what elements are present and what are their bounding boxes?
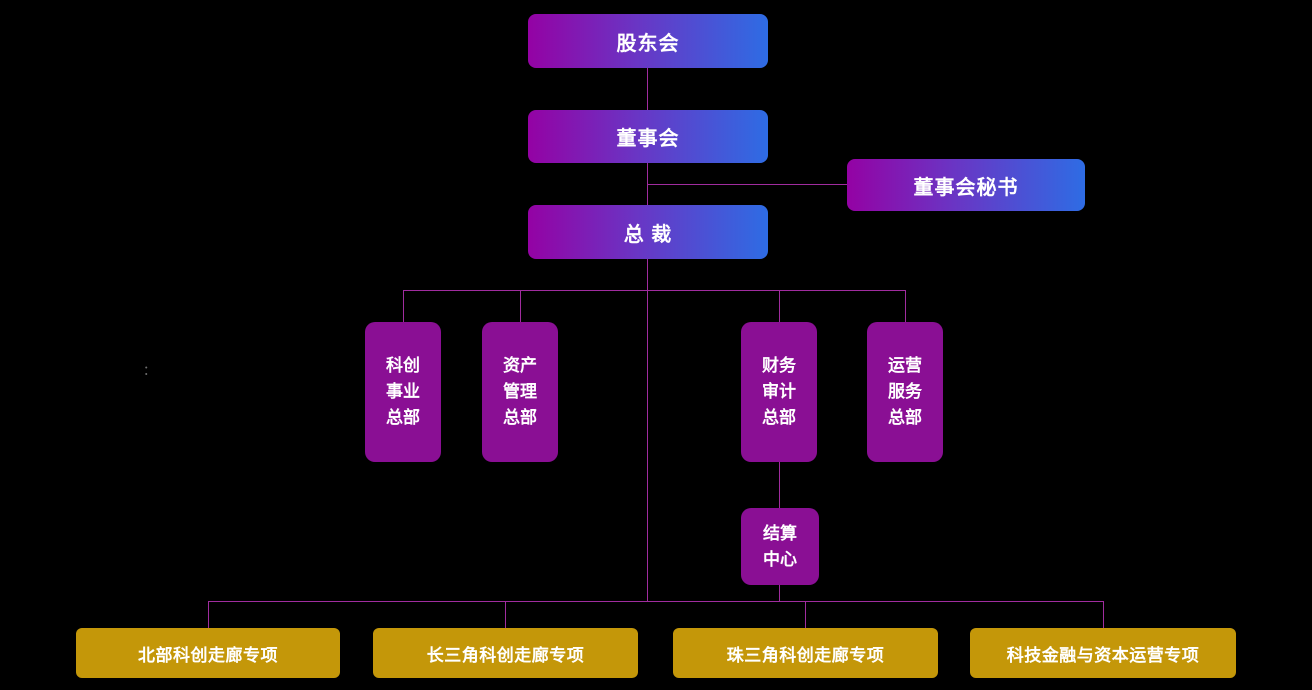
connector-shareholders-board <box>647 68 648 110</box>
connector-drop-project-fintech <box>1103 601 1104 628</box>
connector-dept-row <box>403 290 906 291</box>
connector-board-president <box>647 163 648 205</box>
node-dept-operations-hq-label: 运营 服务 总部 <box>888 356 922 427</box>
node-president-label: 总 裁 <box>623 223 673 246</box>
connector-drop-project-pearl <box>805 601 806 628</box>
connector-drop-dept-scitech <box>403 290 404 322</box>
node-president: 总 裁 <box>528 205 768 259</box>
connector-settlement-down <box>779 585 780 601</box>
connector-president-trunk <box>647 259 648 601</box>
node-project-pearl-label: 珠三角科创走廊专项 <box>726 645 885 665</box>
node-board-label: 董事会 <box>616 128 680 150</box>
node-project-north: 北部科创走廊专项 <box>76 628 340 678</box>
stray-colon-mark: ： <box>143 363 157 378</box>
connector-drop-dept-finance <box>779 290 780 322</box>
connector-finance-settlement <box>779 462 780 508</box>
node-shareholders-label: 股东会 <box>616 32 680 55</box>
connector-drop-project-yangtze <box>505 601 506 628</box>
node-dept-operations-hq: 运营 服务 总部 <box>867 322 943 462</box>
node-settlement-center: 结算 中心 <box>741 508 819 585</box>
connector-drop-dept-asset <box>520 290 521 322</box>
node-board-secretary: 董事会秘书 <box>847 159 1085 211</box>
node-settlement-center-label: 结算 中心 <box>763 523 797 569</box>
node-project-yangtze: 长三角科创走廊专项 <box>373 628 638 678</box>
node-dept-asset-hq-label: 资产 管理 总部 <box>503 356 537 427</box>
node-project-fintech-label: 科技金融与资本运营专项 <box>1006 645 1200 665</box>
connector-drop-project-north <box>208 601 209 628</box>
node-project-yangtze-label: 长三角科创走廊专项 <box>426 645 585 665</box>
node-project-pearl: 珠三角科创走廊专项 <box>673 628 938 678</box>
node-board-secretary-label: 董事会秘书 <box>913 176 1019 199</box>
node-dept-finance-audit-hq: 财务 审计 总部 <box>741 322 817 462</box>
node-project-fintech: 科技金融与资本运营专项 <box>970 628 1236 678</box>
connector-project-row <box>208 601 1103 602</box>
connector-board-secretary <box>648 184 847 185</box>
node-shareholders: 股东会 <box>528 14 768 68</box>
node-dept-asset-hq: 资产 管理 总部 <box>482 322 558 462</box>
node-dept-scitech-hq-label: 科创 事业 总部 <box>386 356 420 427</box>
connector-drop-dept-operations <box>905 290 906 322</box>
node-dept-scitech-hq: 科创 事业 总部 <box>365 322 441 462</box>
node-dept-finance-audit-hq-label: 财务 审计 总部 <box>762 356 796 427</box>
node-board: 董事会 <box>528 110 768 163</box>
node-project-north-label: 北部科创走廊专项 <box>138 645 278 665</box>
